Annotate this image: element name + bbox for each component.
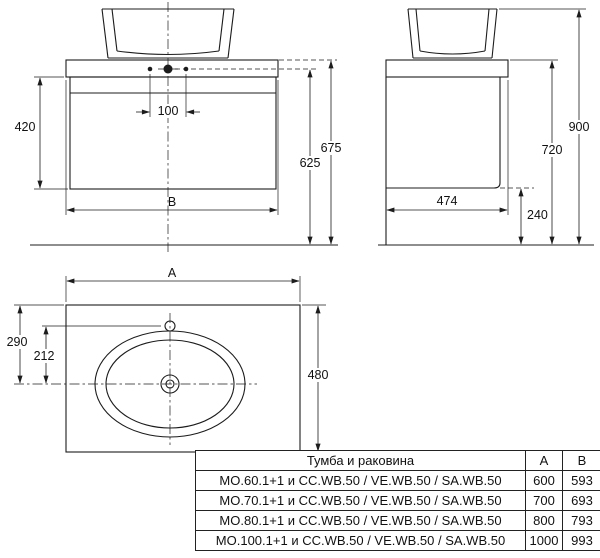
dim-212-label: 212 bbox=[34, 349, 55, 363]
dim-420-label: 420 bbox=[15, 120, 36, 134]
dim-a-value: 600 bbox=[525, 470, 563, 491]
dim-480-label: 480 bbox=[308, 368, 329, 382]
side-cabinet bbox=[386, 76, 501, 189]
header-dim-b: B bbox=[562, 450, 600, 471]
header-product: Тумба и раковина bbox=[195, 450, 526, 471]
dim-720-label: 720 bbox=[542, 143, 563, 157]
faucet-hole-center bbox=[163, 64, 173, 74]
drain-outer bbox=[160, 374, 180, 394]
dim-height-625: 625 bbox=[296, 69, 324, 245]
product-name: MO.80.1+1 и CC.WB.50 / VE.WB.50 / SA.WB.… bbox=[195, 510, 526, 531]
table-header-row: Тумба и раковина A B bbox=[195, 450, 600, 471]
product-name: MO.100.1+1 и CC.WB.50 / VE.WB.50 / SA.WB… bbox=[195, 530, 526, 551]
dim-width-B: B bbox=[65, 80, 279, 215]
dim-b-value: 793 bbox=[562, 510, 600, 531]
faucet-hole-left bbox=[147, 66, 153, 72]
dim-675-label: 675 bbox=[321, 141, 342, 155]
side-countertop bbox=[385, 59, 509, 78]
dim-474-label: 474 bbox=[437, 194, 458, 208]
dim-a-value: 800 bbox=[525, 510, 563, 531]
dim-900-label: 900 bbox=[569, 120, 590, 134]
front-view: 100 420 B 625 675 bbox=[15, 2, 345, 252]
front-cabinet bbox=[69, 76, 277, 190]
table-row: MO.70.1+1 и CC.WB.50 / VE.WB.50 / SA.WB.… bbox=[195, 490, 600, 511]
dim-total-height-900: 900 bbox=[499, 8, 593, 245]
table-row: MO.80.1+1 и CC.WB.50 / VE.WB.50 / SA.WB.… bbox=[195, 510, 600, 531]
dim-depth-480: 480 bbox=[302, 304, 332, 453]
header-dim-a: A bbox=[525, 450, 563, 471]
side-view: 474 240 720 900 bbox=[378, 8, 594, 246]
dim-faucet-spacing-100: 100 bbox=[136, 74, 200, 118]
dim-a-value: 1000 bbox=[525, 530, 563, 551]
dim-A-label: A bbox=[168, 266, 177, 280]
product-name: MO.60.1+1 и CC.WB.50 / VE.WB.50 / SA.WB.… bbox=[195, 470, 526, 491]
front-sink-basin bbox=[101, 8, 235, 59]
plan-countertop bbox=[65, 304, 301, 453]
table-row: MO.60.1+1 и CC.WB.50 / VE.WB.50 / SA.WB.… bbox=[195, 470, 600, 491]
dim-depth-474: 474 bbox=[386, 80, 509, 215]
dim-height-675: 675 bbox=[317, 60, 345, 245]
side-sink-basin bbox=[407, 8, 498, 59]
plan-view: A 290 212 480 bbox=[4, 266, 332, 453]
table-row: MO.100.1+1 и CC.WB.50 / VE.WB.50 / SA.WB… bbox=[195, 530, 600, 551]
dim-clearance-240: 240 bbox=[518, 188, 548, 245]
dim-basin-center-290: 290 bbox=[4, 304, 64, 384]
dim-100-label: 100 bbox=[158, 104, 179, 118]
dim-B-label: B bbox=[168, 195, 176, 209]
dim-width-A: A bbox=[65, 266, 301, 302]
dim-290-label: 290 bbox=[7, 335, 28, 349]
drain-inner bbox=[165, 379, 175, 389]
dim-a-value: 700 bbox=[525, 490, 563, 511]
dim-counter-height-720: 720 bbox=[510, 59, 566, 245]
dim-faucet-center-212: 212 bbox=[31, 326, 57, 384]
dim-cabinet-height-420: 420 bbox=[15, 76, 68, 190]
dim-240-label: 240 bbox=[527, 208, 548, 222]
dim-b-value: 693 bbox=[562, 490, 600, 511]
plan-basin bbox=[94, 330, 246, 438]
front-faucet-holes bbox=[147, 64, 189, 74]
dim-b-value: 993 bbox=[562, 530, 600, 551]
product-name: MO.70.1+1 и CC.WB.50 / VE.WB.50 / SA.WB.… bbox=[195, 490, 526, 511]
dim-b-value: 593 bbox=[562, 470, 600, 491]
dimensions-table: Тумба и раковина A B MO.60.1+1 и CC.WB.5… bbox=[195, 450, 600, 551]
dim-625-label: 625 bbox=[300, 156, 321, 170]
